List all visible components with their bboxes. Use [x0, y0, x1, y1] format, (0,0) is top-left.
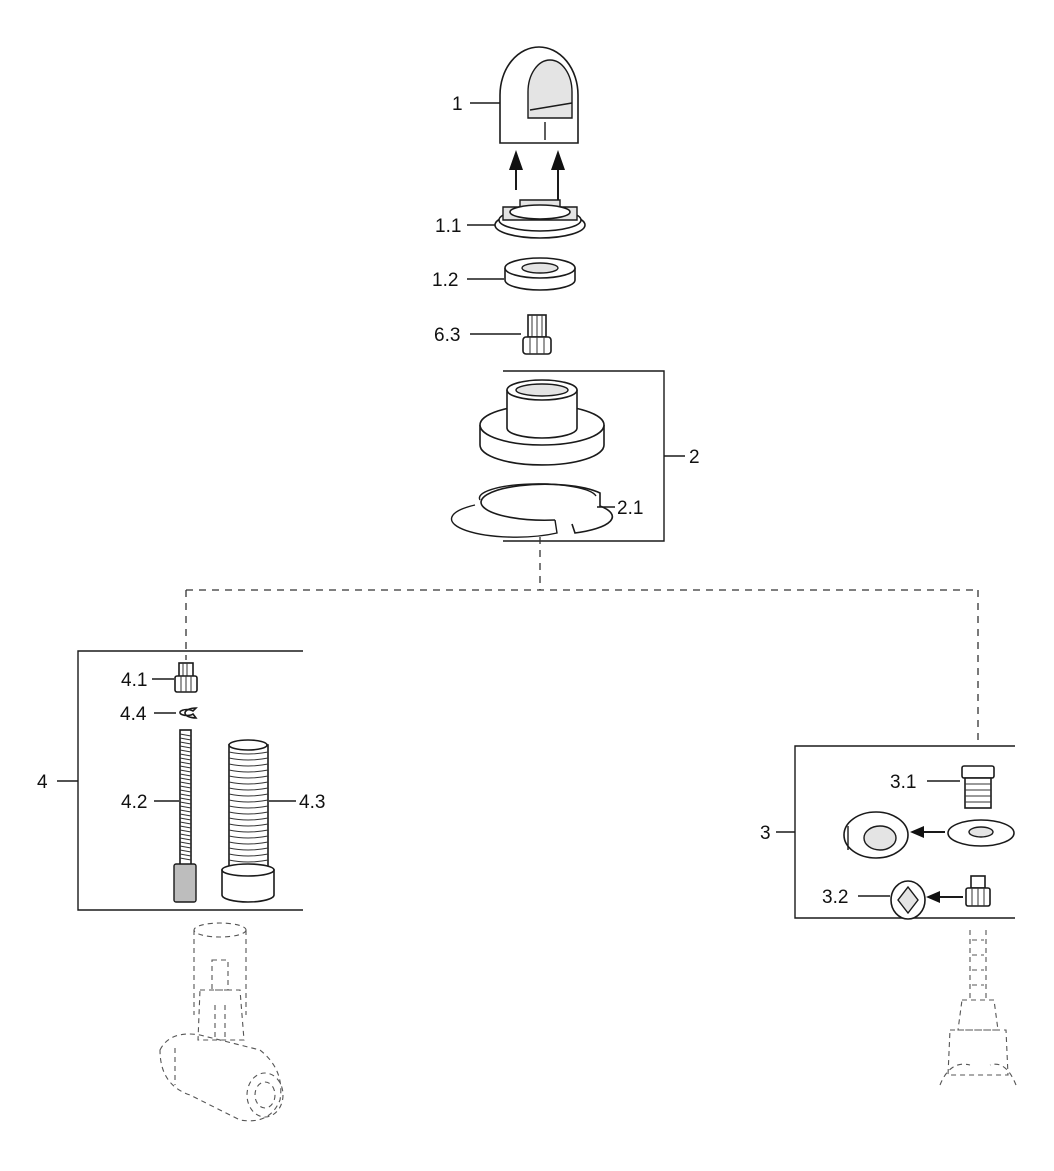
rod-thread-line [179, 785, 192, 789]
part-4-1-adapter [174, 662, 198, 693]
rod-thread-line [179, 845, 192, 849]
part-2-flange [479, 379, 605, 466]
sleeve-thread-line [228, 841, 269, 845]
rod-thread-line [179, 793, 192, 797]
rod-thread-line [179, 825, 192, 829]
sleeve-thread-line [228, 817, 269, 821]
part-1-cap [499, 46, 579, 144]
rod-thread-line [179, 753, 192, 757]
part-3-2-adapter [965, 875, 991, 907]
rod-thread-line [179, 745, 192, 749]
part-2-1-split-ring [450, 483, 614, 538]
label-4-4: 4.4 [120, 704, 147, 725]
rod-thread-line [179, 805, 192, 809]
label-2: 2 [689, 447, 700, 468]
rod-thread-line [179, 749, 192, 753]
sleeve-thread-line [228, 811, 269, 815]
sleeve-thread-line [228, 757, 269, 761]
rod-thread-line [179, 853, 192, 857]
arrow-washer [910, 826, 945, 838]
bracket-4 [57, 650, 303, 911]
rod-thread-line [179, 833, 192, 837]
sleeve-thread-line [228, 751, 269, 755]
part-3-washer [947, 819, 1015, 847]
sleeve-thread-line [228, 769, 269, 773]
sleeve-thread-line [228, 763, 269, 767]
rod-thread-line [179, 857, 192, 861]
ghost-valve-body-right [939, 930, 1017, 1086]
rod-thread-line [179, 849, 192, 853]
sleeve-thread-line [228, 847, 269, 851]
rod-thread-line [179, 801, 192, 805]
label-3: 3 [760, 823, 771, 844]
label-4-3: 4.3 [299, 792, 325, 813]
label-3-2: 3.2 [822, 887, 848, 908]
sleeve-thread-line [228, 835, 269, 839]
sleeve-thread-line [228, 799, 269, 803]
part-3-2-insert [890, 880, 926, 920]
rod-thread-line [179, 733, 192, 737]
rod-thread-line [179, 841, 192, 845]
rod-thread-line [179, 777, 192, 781]
rod-thread-line [179, 829, 192, 833]
rod-thread-line [179, 797, 192, 801]
rod-thread-line [179, 769, 192, 773]
label-6-3: 6.3 [434, 325, 460, 346]
sleeve-thread-line [228, 823, 269, 827]
rod-thread-line [179, 765, 192, 769]
rod-thread-line [179, 789, 192, 793]
part-3-1-bushing [961, 765, 995, 809]
label-3-1: 3.1 [890, 772, 916, 793]
label-4-2: 4.2 [121, 792, 147, 813]
rod-thread-line [179, 809, 192, 813]
rod-thread-line [179, 741, 192, 745]
label-4-1: 4.1 [121, 670, 147, 691]
part-1-1-ring [494, 199, 586, 239]
rod-thread-line [179, 837, 192, 841]
rod-thread-line [179, 781, 192, 785]
ghost-valve-body-left [159, 922, 284, 1122]
rod-thread-line [179, 757, 192, 761]
dashed-routing [185, 537, 979, 745]
label-4: 4 [37, 772, 48, 793]
sleeve-thread-line [228, 787, 269, 791]
rod-thread-line [179, 737, 192, 741]
rod-thread-line [179, 773, 192, 777]
part-3-cap [843, 811, 909, 859]
part-4-4-clip [179, 707, 198, 719]
bracket-2 [503, 370, 685, 542]
part-6-3-spindle [522, 314, 552, 355]
sleeve-thread-line [228, 859, 269, 863]
label-2-1: 2.1 [617, 498, 643, 519]
part-1-2-nut [504, 257, 576, 291]
sleeve-thread-line [228, 805, 269, 809]
rod-thread-line [179, 821, 192, 825]
sleeve-thread-line [228, 829, 269, 833]
rod-thread-line [179, 817, 192, 821]
sleeve-thread-line [228, 775, 269, 779]
sleeve-thread-line [228, 781, 269, 785]
sleeve-thread-line [228, 793, 269, 797]
label-1-1: 1.1 [435, 216, 461, 237]
rod-thread-line [179, 813, 192, 817]
arrow-insert [926, 891, 963, 903]
rod-thread-line [179, 761, 192, 765]
label-1: 1 [452, 94, 463, 115]
label-1-2: 1.2 [432, 270, 458, 291]
part-4-3-sleeve [221, 739, 275, 903]
sleeve-thread-line [228, 853, 269, 857]
part-4-2-threaded-rod [173, 729, 197, 903]
